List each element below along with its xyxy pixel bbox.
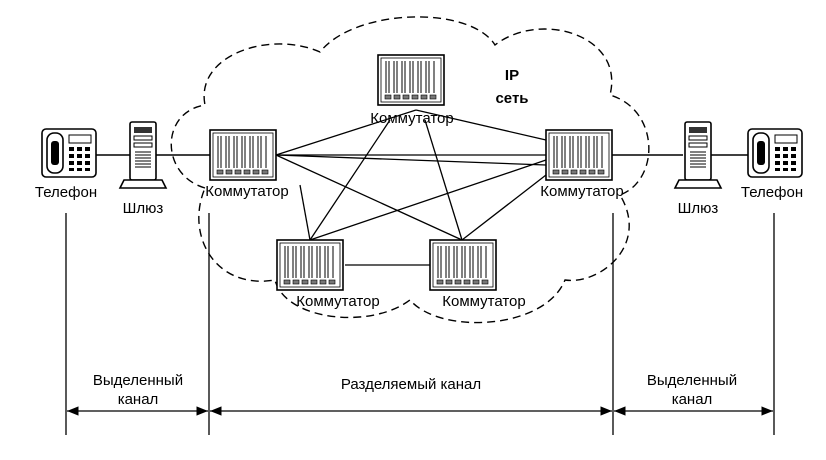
dedicated-right-label-line1: Выделенный [647, 372, 737, 389]
dedicated-left-label-line2: канал [118, 391, 159, 408]
switch-left-label: Коммутатор [205, 183, 288, 200]
telephone-icon [747, 128, 803, 178]
dedicated-left-label-line1: Выделенный [93, 372, 183, 389]
switch-right-label: Коммутатор [540, 183, 623, 200]
gateway-left-label: Шлюз [123, 200, 164, 217]
switch-bottom-left-label: Коммутатор [296, 293, 379, 310]
cloud-label-ip: IP [505, 67, 519, 84]
shared-channel-label: Разделяемый канал [341, 376, 481, 393]
switch-top-label: Коммутатор [370, 110, 453, 127]
cloud-label-network: сеть [495, 90, 528, 107]
switch-bottom-right-label: Коммутатор [442, 293, 525, 310]
network-switch-icon [429, 239, 497, 291]
network-switch-icon [545, 129, 613, 181]
network-switch-icon [276, 239, 344, 291]
phone-right-label: Телефон [741, 184, 803, 201]
gateway-right-label: Шлюз [678, 200, 719, 217]
segment-boundaries [65, 213, 775, 435]
network-switch-icon [209, 129, 277, 181]
telephone-icon [41, 128, 97, 178]
phone-left-label: Телефон [35, 184, 97, 201]
ip-network-cloud [170, 16, 650, 324]
mesh-links [275, 109, 547, 266]
network-switch-icon [377, 54, 445, 106]
dedicated-right-label-line2: канал [672, 391, 713, 408]
